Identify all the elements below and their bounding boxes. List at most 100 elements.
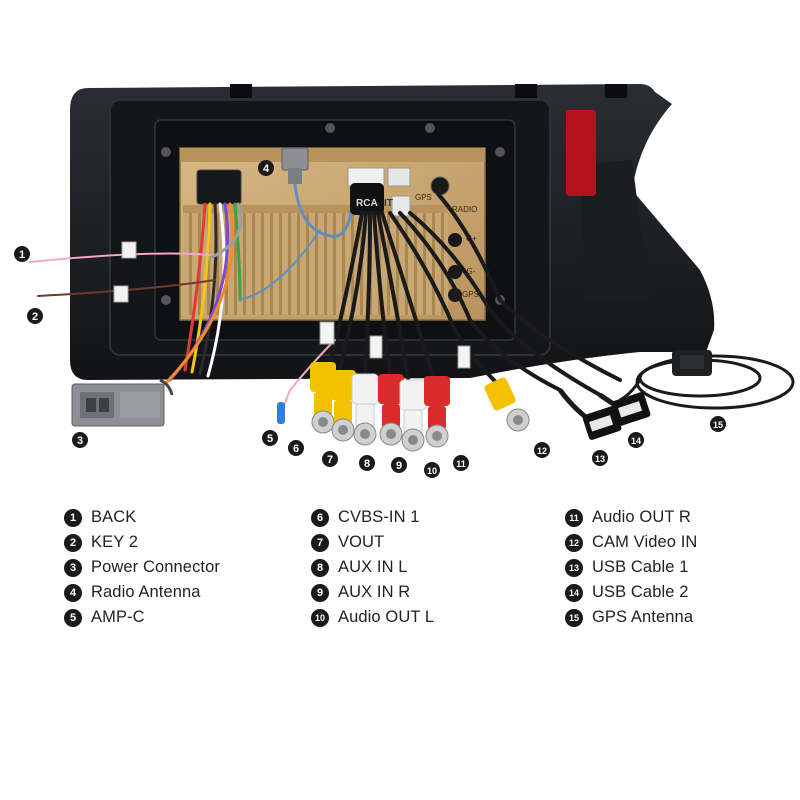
legend-badge: 1 <box>64 508 82 527</box>
red-reflector <box>566 110 596 196</box>
legend-item-audio-out-l: 10 Audio OUT L <box>311 605 434 630</box>
rca-plug-aux-in-l <box>351 373 379 446</box>
legend-label: VOUT <box>338 533 385 551</box>
callout-15: 15 <box>710 416 726 432</box>
svg-text:5: 5 <box>267 433 273 445</box>
legend-badge: 2 <box>64 533 82 552</box>
callout-7: 7 <box>322 451 338 467</box>
legend-column-2: 6 CVBS-IN 1 7 VOUT 8 AUX IN L 9 AUX IN R 10 A… <box>311 505 434 630</box>
rca-plug-cvbs-in-1 <box>310 362 336 434</box>
rca-plug-vout <box>330 370 356 442</box>
svg-text:14: 14 <box>631 436 641 446</box>
cable-tag-rca: RCA <box>356 198 378 209</box>
rca-plug-audio-out-l <box>399 379 427 452</box>
legend-item-cam-video-in: 12 CAM Video IN <box>565 530 697 555</box>
legend-badge: 4 <box>64 583 82 602</box>
legend-badge: 8 <box>311 558 329 577</box>
legend-item-usb-cable-2: 14 USB Cable 2 <box>565 580 697 605</box>
power-connector <box>71 378 174 427</box>
svg-text:2: 2 <box>32 311 38 323</box>
rca-plug-audio-out-r <box>424 376 450 448</box>
callout-10: 10 <box>424 462 440 478</box>
legend-badge: 11 <box>565 508 583 527</box>
legend-label: CAM Video IN <box>592 533 698 551</box>
radio-antenna-connector <box>281 147 354 238</box>
stereo-wiring-diagram: GPS RADIO G+ 4G- GPS RCA <box>14 84 795 478</box>
legend-label: AUX IN R <box>338 583 411 601</box>
diagram-callouts: 1 2 3 4 5 6 7 8 9 10 11 12 13 14 15 <box>14 160 726 478</box>
legend-badge: 6 <box>311 508 329 527</box>
legend-label: BACK <box>91 508 137 526</box>
svg-text:1: 1 <box>19 249 25 261</box>
legend-label: Audio OUT R <box>592 508 691 526</box>
gps-antenna <box>619 350 795 410</box>
callout-3: 3 <box>72 432 88 448</box>
legend-item-radio-antenna: 4 Radio Antenna <box>64 580 220 605</box>
legend-item-vout: 7 VOUT <box>311 530 434 555</box>
rca-cable-bundle: RCA IT <box>282 183 622 409</box>
legend-label: USB Cable 2 <box>592 583 689 601</box>
legend-item-aux-in-r: 9 AUX IN R <box>311 580 434 605</box>
callout-4: 4 <box>258 160 274 176</box>
svg-text:7: 7 <box>327 454 333 466</box>
usb-cable-1 <box>558 388 622 440</box>
legend-badge: 9 <box>311 583 329 602</box>
legend-badge: 14 <box>565 583 583 602</box>
legend-item-gps-antenna: 15 GPS Antenna <box>565 605 697 630</box>
legend-badge: 15 <box>565 608 583 627</box>
legend-badge: 7 <box>311 533 329 552</box>
rca-plug-cam-video-in <box>484 377 530 432</box>
legend-label: AUX IN L <box>338 558 408 576</box>
legend-label: KEY 2 <box>91 533 138 551</box>
port-label-gps: GPS <box>462 290 479 299</box>
legend-badge: 13 <box>565 558 583 577</box>
legend-label: Radio Antenna <box>91 583 201 601</box>
rca-plug-aux-in-r <box>378 374 404 446</box>
legend-item-audio-out-r: 11 Audio OUT R <box>565 505 697 530</box>
callout-13: 13 <box>592 450 608 466</box>
port-label-4g: 4G- <box>462 267 476 276</box>
legend-label: CVBS-IN 1 <box>338 508 420 526</box>
legend-item-back: 1 BACK <box>64 505 220 530</box>
svg-text:3: 3 <box>77 435 83 447</box>
port-label-radio: RADIO <box>452 205 477 214</box>
callout-2: 2 <box>27 308 43 324</box>
legend-item-key-2: 2 KEY 2 <box>64 530 220 555</box>
svg-text:4: 4 <box>263 163 270 175</box>
cable-tag-it: IT <box>384 198 393 209</box>
amp-c-wire-tip <box>277 402 285 424</box>
legend-label: USB Cable 1 <box>592 558 689 576</box>
callout-5: 5 <box>262 430 278 446</box>
svg-text:13: 13 <box>595 454 605 464</box>
callout-12: 12 <box>534 442 550 458</box>
svg-text:10: 10 <box>427 466 437 476</box>
svg-text:11: 11 <box>456 459 466 469</box>
legend-label: GPS Antenna <box>592 608 694 626</box>
svg-text:8: 8 <box>364 458 370 470</box>
legend-column-1: 1 BACK 2 KEY 2 3 Power Connector 4 Radio Ant… <box>64 505 220 630</box>
power-harness-socket <box>196 169 242 205</box>
legend-label: Power Connector <box>91 558 220 576</box>
callout-14: 14 <box>628 432 644 448</box>
callout-6: 6 <box>288 440 304 456</box>
svg-text:6: 6 <box>293 443 299 455</box>
legend-badge: 12 <box>565 533 583 552</box>
legend-badge: 5 <box>64 608 82 627</box>
legend-badge: 3 <box>64 558 82 577</box>
callout-1: 1 <box>14 246 30 262</box>
legend-item-aux-in-l: 8 AUX IN L <box>311 555 434 580</box>
port-label-gps-top: GPS <box>415 193 432 202</box>
legend-item-cvbs-in-1: 6 CVBS-IN 1 <box>311 505 434 530</box>
legend-label: Audio OUT L <box>338 608 435 626</box>
wire-harness <box>29 202 321 386</box>
legend-badge: 10 <box>311 608 329 627</box>
svg-text:12: 12 <box>537 446 547 456</box>
legend-item-power-connector: 3 Power Connector <box>64 555 220 580</box>
callout-8: 8 <box>359 455 375 471</box>
callout-11: 11 <box>453 455 469 471</box>
svg-text:15: 15 <box>713 420 723 430</box>
legend-label: AMP-C <box>91 608 145 626</box>
callout-9: 9 <box>391 457 407 473</box>
svg-text:9: 9 <box>396 460 402 472</box>
